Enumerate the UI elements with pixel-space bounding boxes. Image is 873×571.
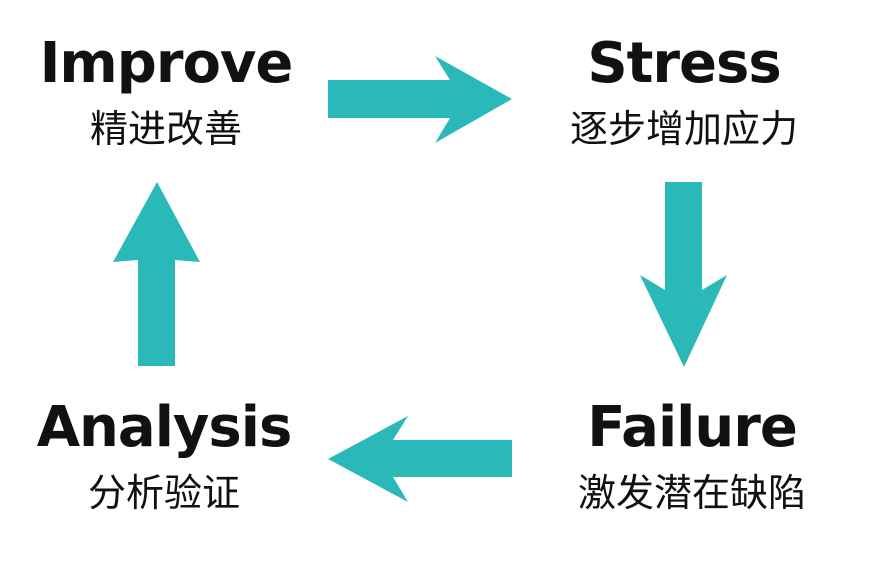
node-subtitle: 激发潜在缺陷 [577, 471, 806, 515]
node-analysis: Analysis 分析验证 [4, 398, 324, 516]
node-subtitle: 逐步增加应力 [569, 107, 798, 151]
node-title: Analysis [36, 395, 293, 460]
node-stress: Stress 逐步增加应力 [524, 34, 844, 152]
node-subtitle: 分析验证 [87, 471, 240, 515]
arrow-analysis-to-improve [113, 182, 200, 366]
arrow-failure-to-analysis [328, 416, 512, 502]
node-subtitle: 精进改善 [89, 107, 242, 151]
node-improve: Improve 精进改善 [6, 34, 326, 152]
arrow-stress-to-failure [640, 182, 727, 367]
node-title: Stress [587, 31, 781, 96]
arrow-improve-to-stress [328, 56, 512, 143]
node-title: Improve [39, 31, 294, 96]
node-failure: Failure 激发潜在缺陷 [532, 398, 852, 516]
node-title: Failure [587, 395, 798, 460]
